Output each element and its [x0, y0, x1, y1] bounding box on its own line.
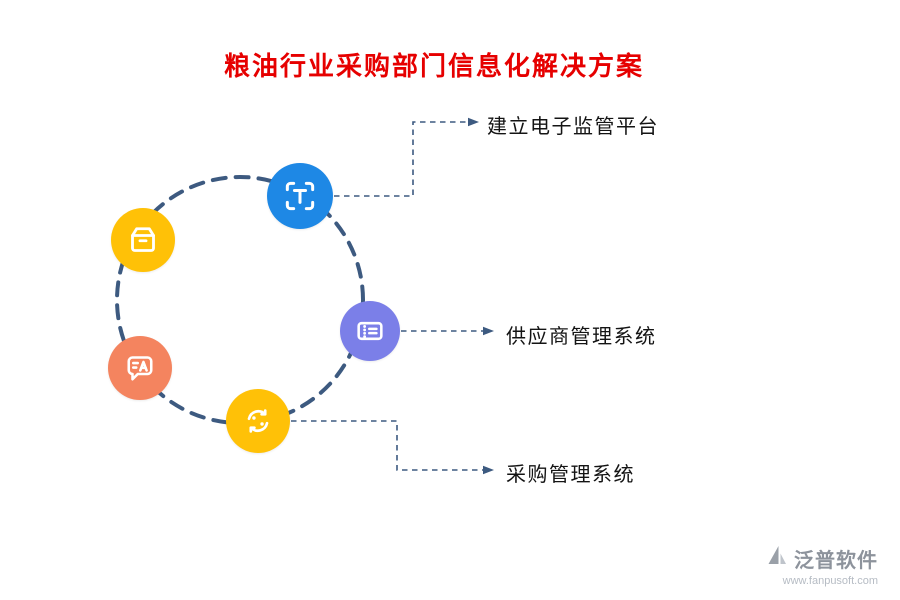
connector-line-bottom [291, 420, 483, 471]
brand-website: www.fanpusoft.com [782, 575, 878, 587]
node-sync [226, 389, 290, 453]
translate-chat-icon [122, 350, 158, 386]
node-text-scan [267, 163, 333, 229]
callout-label-procurement-system: 采购管理系统 [506, 464, 635, 486]
connector-line-top [334, 121, 468, 197]
callout-label-regulation-platform: 建立电子监管平台 [487, 116, 659, 138]
text-scan-icon [281, 177, 319, 215]
ticket-icon [353, 314, 387, 348]
arrowhead-bottom [483, 465, 494, 475]
node-ticket-list [340, 301, 400, 361]
brand-logo-icon [765, 544, 789, 573]
page-title: 粮油行业采购部门信息化解决方案 [223, 51, 644, 81]
sync-icon [240, 403, 276, 439]
node-translate-chat [108, 336, 172, 400]
callout-label-supplier-system: 供应商管理系统 [506, 326, 657, 348]
node-open-box [111, 208, 175, 272]
brand-name: 泛普软件 [794, 550, 878, 572]
brand-footer: 泛普软件 www.fanpusoft.com [765, 544, 878, 587]
arrowhead-middle [483, 326, 494, 336]
arrowhead-top [468, 117, 479, 127]
open-box-icon [125, 222, 161, 258]
